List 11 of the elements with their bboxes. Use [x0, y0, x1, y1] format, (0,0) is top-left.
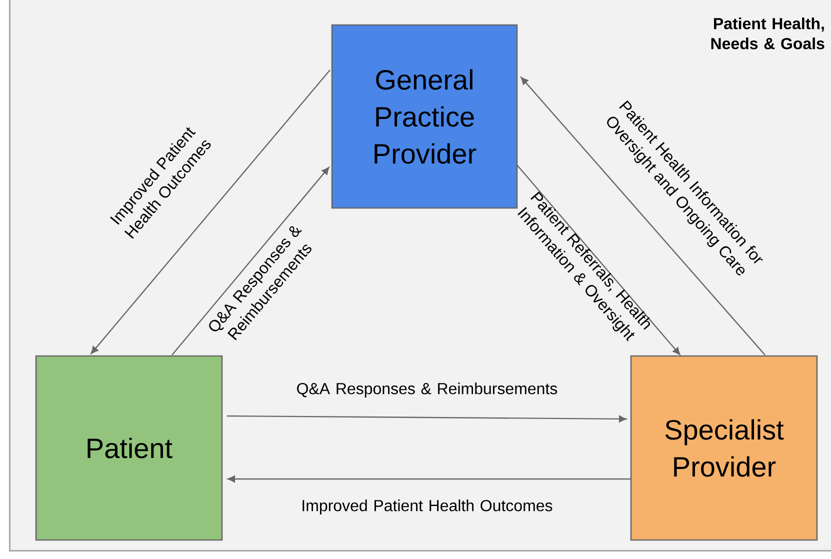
provider-box: General Practice Provider: [331, 24, 518, 209]
arrow: [516, 164, 680, 355]
provider-box: Specialist Provider: [630, 355, 818, 541]
arrow: [228, 476, 631, 482]
edge-label: Q&A Responses & Reimbursements: [297, 382, 558, 398]
edge-label: Improved Patient Health Outcomes: [302, 500, 552, 514]
arrow: [90, 70, 330, 354]
arrow: [227, 415, 626, 422]
arrow: [172, 167, 330, 356]
arrow: [520, 76, 766, 356]
patient-box: Patient: [35, 355, 223, 541]
